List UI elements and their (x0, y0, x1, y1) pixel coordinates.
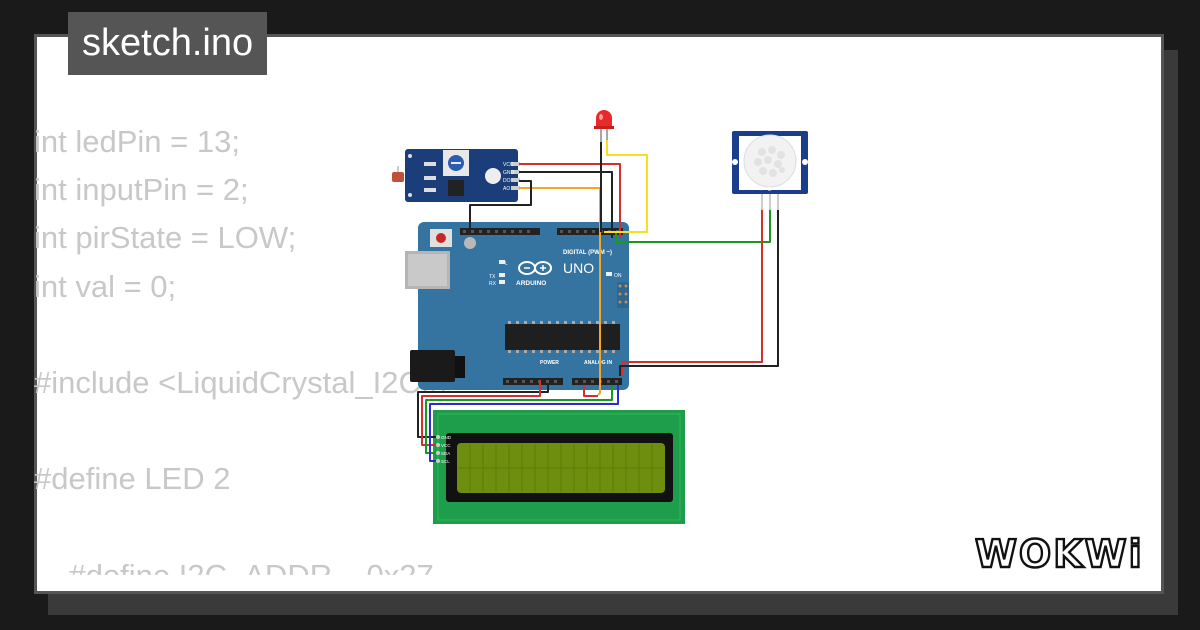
arduino-uno-board: DIGITAL (PWM ~) L TX RX ON UNO ARDUINO (405, 222, 629, 390)
code-line: int val = 0; (34, 268, 177, 304)
wire-pir-vcc (621, 210, 763, 376)
wire-analog-red (583, 385, 598, 397)
wokwi-logo: WOKWi (975, 531, 1144, 577)
led-label-tx: TX (489, 274, 496, 280)
wire-lcd-scl (429, 385, 619, 462)
power-header-label: POWER (540, 360, 559, 366)
sketch-file-title: sketch.ino (68, 12, 268, 75)
board-brand-label: ARDUINO (516, 280, 546, 287)
ldr-comparator-chip (448, 180, 464, 196)
ldr-indicator-led (485, 168, 501, 184)
wire-ldr-gnd-board (469, 180, 532, 230)
power-jack (410, 350, 455, 382)
analog-header (572, 378, 622, 385)
code-line: #define LED 2 (34, 461, 231, 497)
code-line: #include <LiquidCrystal_I2C.h> (34, 364, 465, 400)
lcd-pin-label: GND (441, 435, 452, 440)
pir-pin-label: + (760, 187, 763, 193)
wires (417, 140, 779, 462)
ldr-photoresistor (392, 172, 404, 182)
pir-pin-label: D (768, 187, 772, 193)
wire-ldr-ao (519, 187, 601, 396)
wire-pir-signal (615, 210, 771, 243)
lcd-pin-label: SCL (441, 459, 450, 464)
arduino-logo-icon (518, 261, 552, 275)
ldr-pin-label: VCC (503, 162, 514, 168)
red-led (594, 110, 614, 142)
wire-led-signal (604, 140, 648, 233)
crystal-oscillator (464, 237, 476, 249)
wire-pir-gnd (619, 210, 779, 376)
digital-header-right (557, 228, 623, 235)
code-line: #define I2C_ADDR 0x27 (34, 557, 434, 593)
digital-header-label: DIGITAL (PWM ~) (563, 250, 612, 256)
lcd-pin-label: SDA (441, 451, 450, 456)
power-on-led (606, 272, 612, 276)
code-background: int ledPin = 13; int inputPin = 2; int p… (34, 118, 465, 600)
pir-pin-label: − (776, 187, 779, 193)
code-line: int inputPin = 2; (34, 172, 249, 208)
digital-header-left (460, 228, 540, 235)
atmega-chip (505, 324, 620, 350)
lcd-pin-label: VCC (441, 443, 451, 448)
pir-motion-sensor: + D − (732, 131, 808, 210)
wokwi-logo-text: WOKWi (975, 532, 1144, 576)
ldr-pin-label: DO (503, 178, 511, 184)
on-label: ON (614, 273, 622, 279)
wire-lcd-gnd (417, 384, 549, 438)
code-line: int ledPin = 13; (34, 124, 240, 159)
lcd-1602-display: GND VCC SDA SCL (433, 410, 685, 524)
ldr-sensor-module: VCC GND DO AO (392, 149, 520, 202)
ldr-pin-label: GND (503, 170, 515, 176)
led-label-l: L (505, 261, 508, 267)
led-label-rx: RX (489, 281, 497, 287)
wire-ldr-gnd (519, 171, 613, 238)
board-model-label: UNO (563, 260, 594, 276)
wire-ldr-vcc (519, 163, 621, 238)
analog-header-label: ANALOG IN (584, 360, 612, 366)
ldr-pin-label: AO (503, 186, 510, 192)
code-line: int pirState = LOW; (34, 220, 297, 256)
